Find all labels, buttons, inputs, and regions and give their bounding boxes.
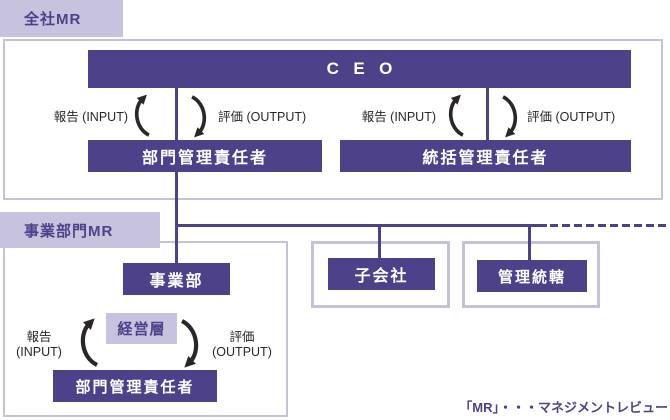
ceo-label: CEO — [326, 59, 407, 78]
division-mr-tab: 事業部門MR — [0, 212, 160, 248]
mr-footnote: 「MR」・・・マネジメントレビュー — [459, 400, 668, 415]
general-manager-label: 統括管理責任者 — [422, 150, 549, 167]
branch-line-dashed — [550, 224, 670, 227]
eval-output-label-left: 評価 (OUTPUT) — [218, 110, 307, 124]
admin-control-label: 管理統轄 — [497, 268, 566, 286]
cycle-up-arrow-icon — [80, 318, 99, 367]
cycle-down-arrow-icon — [191, 95, 207, 138]
connector-subsidiary — [378, 227, 381, 260]
division-mr-tab-label: 事業部門MR — [24, 222, 114, 240]
report-label: 報告 — [26, 330, 52, 344]
report-input-label-division: 報告 (INPUT) — [2, 330, 76, 360]
report-input-label-left: 報告 (INPUT) — [53, 110, 128, 124]
division-dept-manager-label: 部門管理責任者 — [75, 378, 195, 396]
eval-label: 評価 — [229, 330, 255, 344]
connector-ceo-general-manager — [486, 88, 489, 140]
management-layer-box: 経営層 — [106, 313, 177, 344]
cycle-down-arrow-icon — [502, 95, 518, 138]
business-unit-label: 事業部 — [149, 273, 204, 290]
admin-control-box: 管理統轄 — [477, 260, 587, 292]
report-input-label-right: 報告 (INPUT) — [361, 110, 436, 124]
connector-admin-control — [528, 227, 531, 262]
division-dept-manager-box: 部門管理責任者 — [53, 370, 217, 402]
company-mr-tab: 全社MR — [0, 0, 123, 37]
cycle-down-arrow-icon — [180, 319, 199, 368]
subsidiary-label: 子会社 — [354, 268, 409, 285]
cycle-up-arrow-icon — [448, 94, 464, 137]
general-manager-box: 統括管理責任者 — [340, 140, 631, 172]
management-layer-label: 経営層 — [117, 321, 166, 338]
ceo-box: CEO — [88, 50, 631, 88]
eval-sub-label: (OUTPUT) — [212, 345, 272, 359]
eval-output-label-right: 評価 (OUTPUT) — [527, 110, 616, 124]
connector-dept-manager-business-unit — [175, 172, 178, 263]
company-mr-tab-label: 全社MR — [24, 11, 82, 28]
branch-line — [177, 224, 547, 227]
business-unit-box: 事業部 — [123, 263, 230, 295]
report-sub-label: (INPUT) — [16, 345, 62, 359]
dept-manager-label: 部門管理責任者 — [141, 150, 268, 167]
eval-output-label-division: 評価 (OUTPUT) — [206, 330, 278, 360]
subsidiary-box: 子会社 — [328, 258, 435, 290]
connector-ceo-dept-manager — [175, 88, 178, 140]
cycle-up-arrow-icon — [134, 94, 150, 137]
dept-manager-box: 部門管理責任者 — [88, 140, 322, 172]
